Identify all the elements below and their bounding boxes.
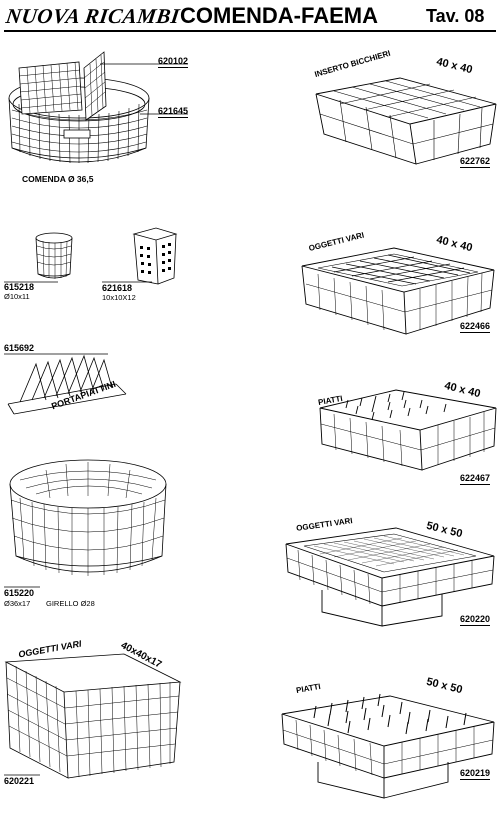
leader-line: [140, 113, 188, 115]
leader-line: [4, 774, 40, 776]
part-code-621618: 621618: [102, 283, 133, 293]
tray-rack-illustration-620220: [285, 527, 495, 627]
part-code-615692: 615692: [4, 343, 35, 353]
round-basket-illustration: [8, 51, 150, 164]
cylinder-cup-illustration: [35, 232, 73, 279]
leader-line: [102, 281, 152, 283]
leader-line: [4, 586, 40, 588]
brand-logo: NUOVA RICAMBI: [4, 4, 182, 28]
tray-rack-illustration-622466: [301, 247, 495, 335]
leader-line: [4, 353, 108, 355]
glass-insert-illustration: [315, 77, 497, 165]
part-code-621645: 621645: [158, 106, 189, 118]
comenda-caption: COMENDA Ø 36,5: [22, 174, 94, 184]
part-code-622762: 622762: [460, 156, 491, 168]
part-extra-615220: GIRELLO Ø28: [46, 599, 95, 608]
part-code-620221: 620221: [4, 776, 35, 786]
square-cup-illustration: [132, 227, 178, 285]
header-divider: [4, 30, 496, 32]
part-size-615218: Ø10x11: [4, 292, 30, 301]
round-wire-basket-illustration: [9, 459, 167, 576]
part-size-615220: Ø36x17: [4, 599, 31, 608]
part-size-621618: 10x10X12: [102, 293, 136, 302]
square-basket-illustration: [4, 653, 182, 779]
leader-line: [100, 63, 188, 65]
table-number: Tav. 08: [426, 6, 485, 26]
part-code-620102: 620102: [158, 56, 189, 68]
part-code-622466: 622466: [460, 321, 491, 333]
part-code-620219: 620219: [460, 768, 491, 780]
part-code-615220: 615220: [4, 588, 35, 598]
plate-rack-illustration-622467: [319, 389, 497, 471]
page-title: COMENDA-FAEMA: [180, 3, 378, 28]
part-code-622467: 622467: [460, 473, 491, 485]
part-code-615218: 615218: [4, 282, 35, 292]
leader-line: [4, 281, 58, 283]
plate-rack-illustration-620219: [281, 693, 495, 799]
plate-rack-illustration: [7, 354, 127, 415]
part-code-620220: 620220: [460, 614, 491, 626]
